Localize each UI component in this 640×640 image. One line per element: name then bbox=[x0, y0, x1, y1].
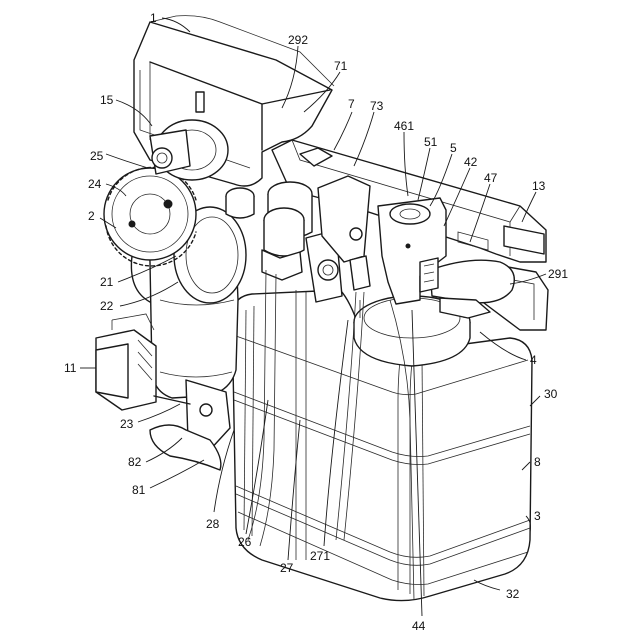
label-24: 24 bbox=[88, 177, 102, 191]
label-3: 3 bbox=[534, 509, 541, 523]
label-2: 2 bbox=[88, 209, 95, 223]
label-8: 8 bbox=[534, 455, 541, 469]
label-25: 25 bbox=[90, 149, 104, 163]
label-28: 28 bbox=[206, 517, 220, 531]
pipe-tee bbox=[226, 176, 370, 302]
valve-body bbox=[378, 198, 446, 304]
label-15: 15 bbox=[100, 93, 114, 107]
label-32: 32 bbox=[506, 587, 520, 601]
label-291: 291 bbox=[548, 267, 568, 281]
label-5: 5 bbox=[450, 141, 457, 155]
power-switch bbox=[96, 314, 156, 410]
label-73: 73 bbox=[370, 99, 384, 113]
label-23: 23 bbox=[120, 417, 134, 431]
label-271: 271 bbox=[310, 549, 330, 563]
label-30: 30 bbox=[544, 387, 558, 401]
label-13: 13 bbox=[532, 179, 546, 193]
label-26: 26 bbox=[238, 535, 252, 549]
label-7: 7 bbox=[348, 97, 355, 111]
label-292: 292 bbox=[288, 33, 308, 47]
label-47: 47 bbox=[484, 171, 498, 185]
label-21: 21 bbox=[100, 275, 114, 289]
label-51: 51 bbox=[424, 135, 438, 149]
label-42: 42 bbox=[464, 155, 478, 169]
label-1: 1 bbox=[150, 11, 157, 25]
label-22: 22 bbox=[100, 299, 114, 313]
label-81: 81 bbox=[132, 483, 146, 497]
label-11: 11 bbox=[64, 361, 77, 375]
label-461: 461 bbox=[394, 119, 414, 133]
label-4: 4 bbox=[530, 353, 537, 367]
label-27: 27 bbox=[280, 561, 294, 575]
label-44: 44 bbox=[412, 619, 426, 633]
label-71: 71 bbox=[334, 59, 348, 73]
label-82: 82 bbox=[128, 455, 142, 469]
